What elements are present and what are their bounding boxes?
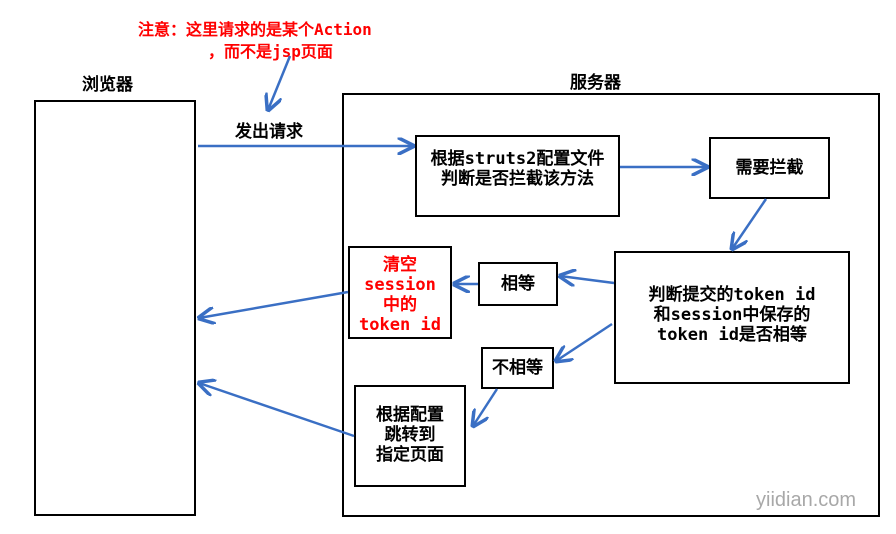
arrow-clear-to-browser	[199, 290, 349, 318]
arrow-note-to-request	[268, 55, 292, 110]
browser-box	[34, 100, 196, 516]
clear-session-line-3: 中的	[383, 295, 417, 315]
arrow-redirect-to-browser	[199, 383, 355, 438]
clear-session-node	[348, 246, 452, 339]
equal-label: 相等	[501, 274, 535, 294]
redirect-line-2: 跳转到	[384, 425, 436, 445]
equal-node	[478, 262, 558, 306]
compare-token-line-3: token id是否相等	[657, 325, 807, 345]
clear-session-line-2: session	[364, 275, 436, 295]
arrow-compare-to-notequal	[556, 322, 613, 361]
server-title: 服务器	[570, 73, 621, 93]
compare-token-node	[614, 251, 850, 384]
not-equal-node	[481, 347, 554, 389]
arrow-compare-to-equal	[560, 276, 615, 283]
need-intercept-label: 需要拦截	[735, 158, 804, 178]
redirect-line-1: 根据配置	[376, 405, 444, 425]
compare-token-line-1: 判断提交的token id	[648, 285, 816, 305]
note-line-2: ，而不是jsp页面	[208, 42, 333, 61]
arrow-intercept-to-compare	[732, 198, 768, 249]
struts-check-node	[415, 135, 620, 217]
struts-check-line-1: 根据struts2配置文件	[430, 149, 605, 169]
browser-title: 浏览器	[82, 75, 133, 95]
arrow-notequal-to-redirect	[473, 388, 499, 426]
compare-token-line-2: 和session中保存的	[653, 305, 811, 325]
clear-session-line-1: 清空	[383, 255, 417, 275]
clear-session-line-4: token id	[359, 315, 441, 335]
not-equal-label: 不相等	[492, 358, 543, 378]
redirect-line-3: 指定页面	[376, 445, 444, 465]
note-line-1: 注意：这里请求的是某个Action	[138, 20, 372, 39]
struts-check-line-2: 判断是否拦截该方法	[441, 169, 594, 189]
request-label: 发出请求	[235, 122, 303, 142]
need-intercept-node	[709, 137, 830, 199]
watermark: yiidian.com	[756, 489, 857, 511]
redirect-node	[354, 385, 466, 487]
